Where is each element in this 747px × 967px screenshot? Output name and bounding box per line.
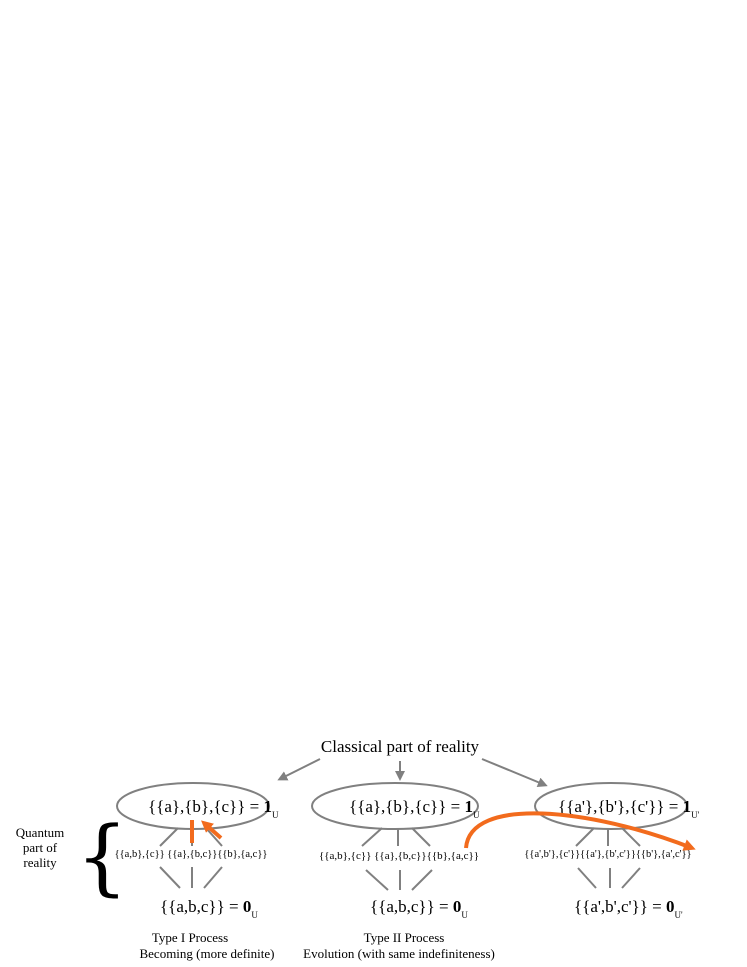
quantum-brace: { <box>76 810 128 905</box>
classical-ellipse-3 <box>534 782 688 830</box>
type2-caption-title: Type II Process <box>364 930 445 945</box>
type2-caption-desc: Evolution (with same indefiniteness) <box>303 946 495 961</box>
lattice-3-middle: {{a',b'},{c'}}{{a'},{b',c'}}{{b'},{a',c'… <box>524 849 691 860</box>
lattice-2-bottom-edge-right <box>411 869 433 891</box>
lattice-3-top-edge-left <box>575 827 595 847</box>
lattice-2-top-edge-right <box>411 827 431 847</box>
arrow-to-lattice-1 <box>277 758 321 781</box>
quantum-label-line-3: reality <box>23 855 57 870</box>
quantum-label-line-2: part of <box>23 840 58 855</box>
quantum-label-line-1: Quantum <box>16 825 64 840</box>
lattice-1-bottom: {{a,b,c}} = 0U <box>160 897 258 920</box>
lattice-2-bottom: {{a,b,c}} = 0U <box>370 897 468 920</box>
type1-caption-title: Type I Process <box>152 930 228 945</box>
lattice-1-top: {{a},{b},{c}} = 1U <box>148 797 279 820</box>
arrow-to-lattice-3 <box>481 758 548 787</box>
lattice-1-middle: {{a,b},{c}} {{a},{b,c}}{{b},{a,c}} <box>115 849 268 860</box>
lattice-3: {{a'},{b'},{c'}} = 1U' {{a',b'},{c'}}{{a… <box>524 797 699 920</box>
lattice-1-bottom-edge-right <box>203 866 223 889</box>
lattice-2-middle: {{a,b},{c}} {{a},{b,c}}{{b},{a,c}} <box>319 850 479 862</box>
type1-orange-arrow <box>201 820 223 840</box>
classical-ellipse-2 <box>311 782 479 830</box>
lattice-1-bottom-edge-left <box>159 866 181 889</box>
lattice-3-bottom-edge-right <box>621 867 641 889</box>
lattice-2-bottom-edge-left <box>365 869 389 891</box>
lattice-2: {{a},{b},{c}} = 1U {{a,b},{c}} {{a},{b,c… <box>319 797 480 920</box>
lattice-3-bottom: {{a',b',c'}} = 0U' <box>574 897 683 920</box>
type2-orange-arrow <box>464 811 696 851</box>
type1-caption-desc: Becoming (more definite) <box>139 946 274 961</box>
lattice-1-top-edge-left <box>159 827 179 847</box>
lattice-3-top: {{a'},{b'},{c'}} = 1U' <box>558 797 700 820</box>
lattice-3-top-edge-right <box>621 827 641 847</box>
classical-title: Classical part of reality <box>321 737 480 756</box>
lattice-2-top: {{a},{b},{c}} = 1U <box>349 797 480 820</box>
lattice-2-top-edge-left <box>361 827 383 847</box>
lattice-1: {{a},{b},{c}} = 1U {{a,b},{c}} {{a},{b,c… <box>115 797 279 920</box>
lattice-3-bottom-edge-left <box>577 867 597 889</box>
